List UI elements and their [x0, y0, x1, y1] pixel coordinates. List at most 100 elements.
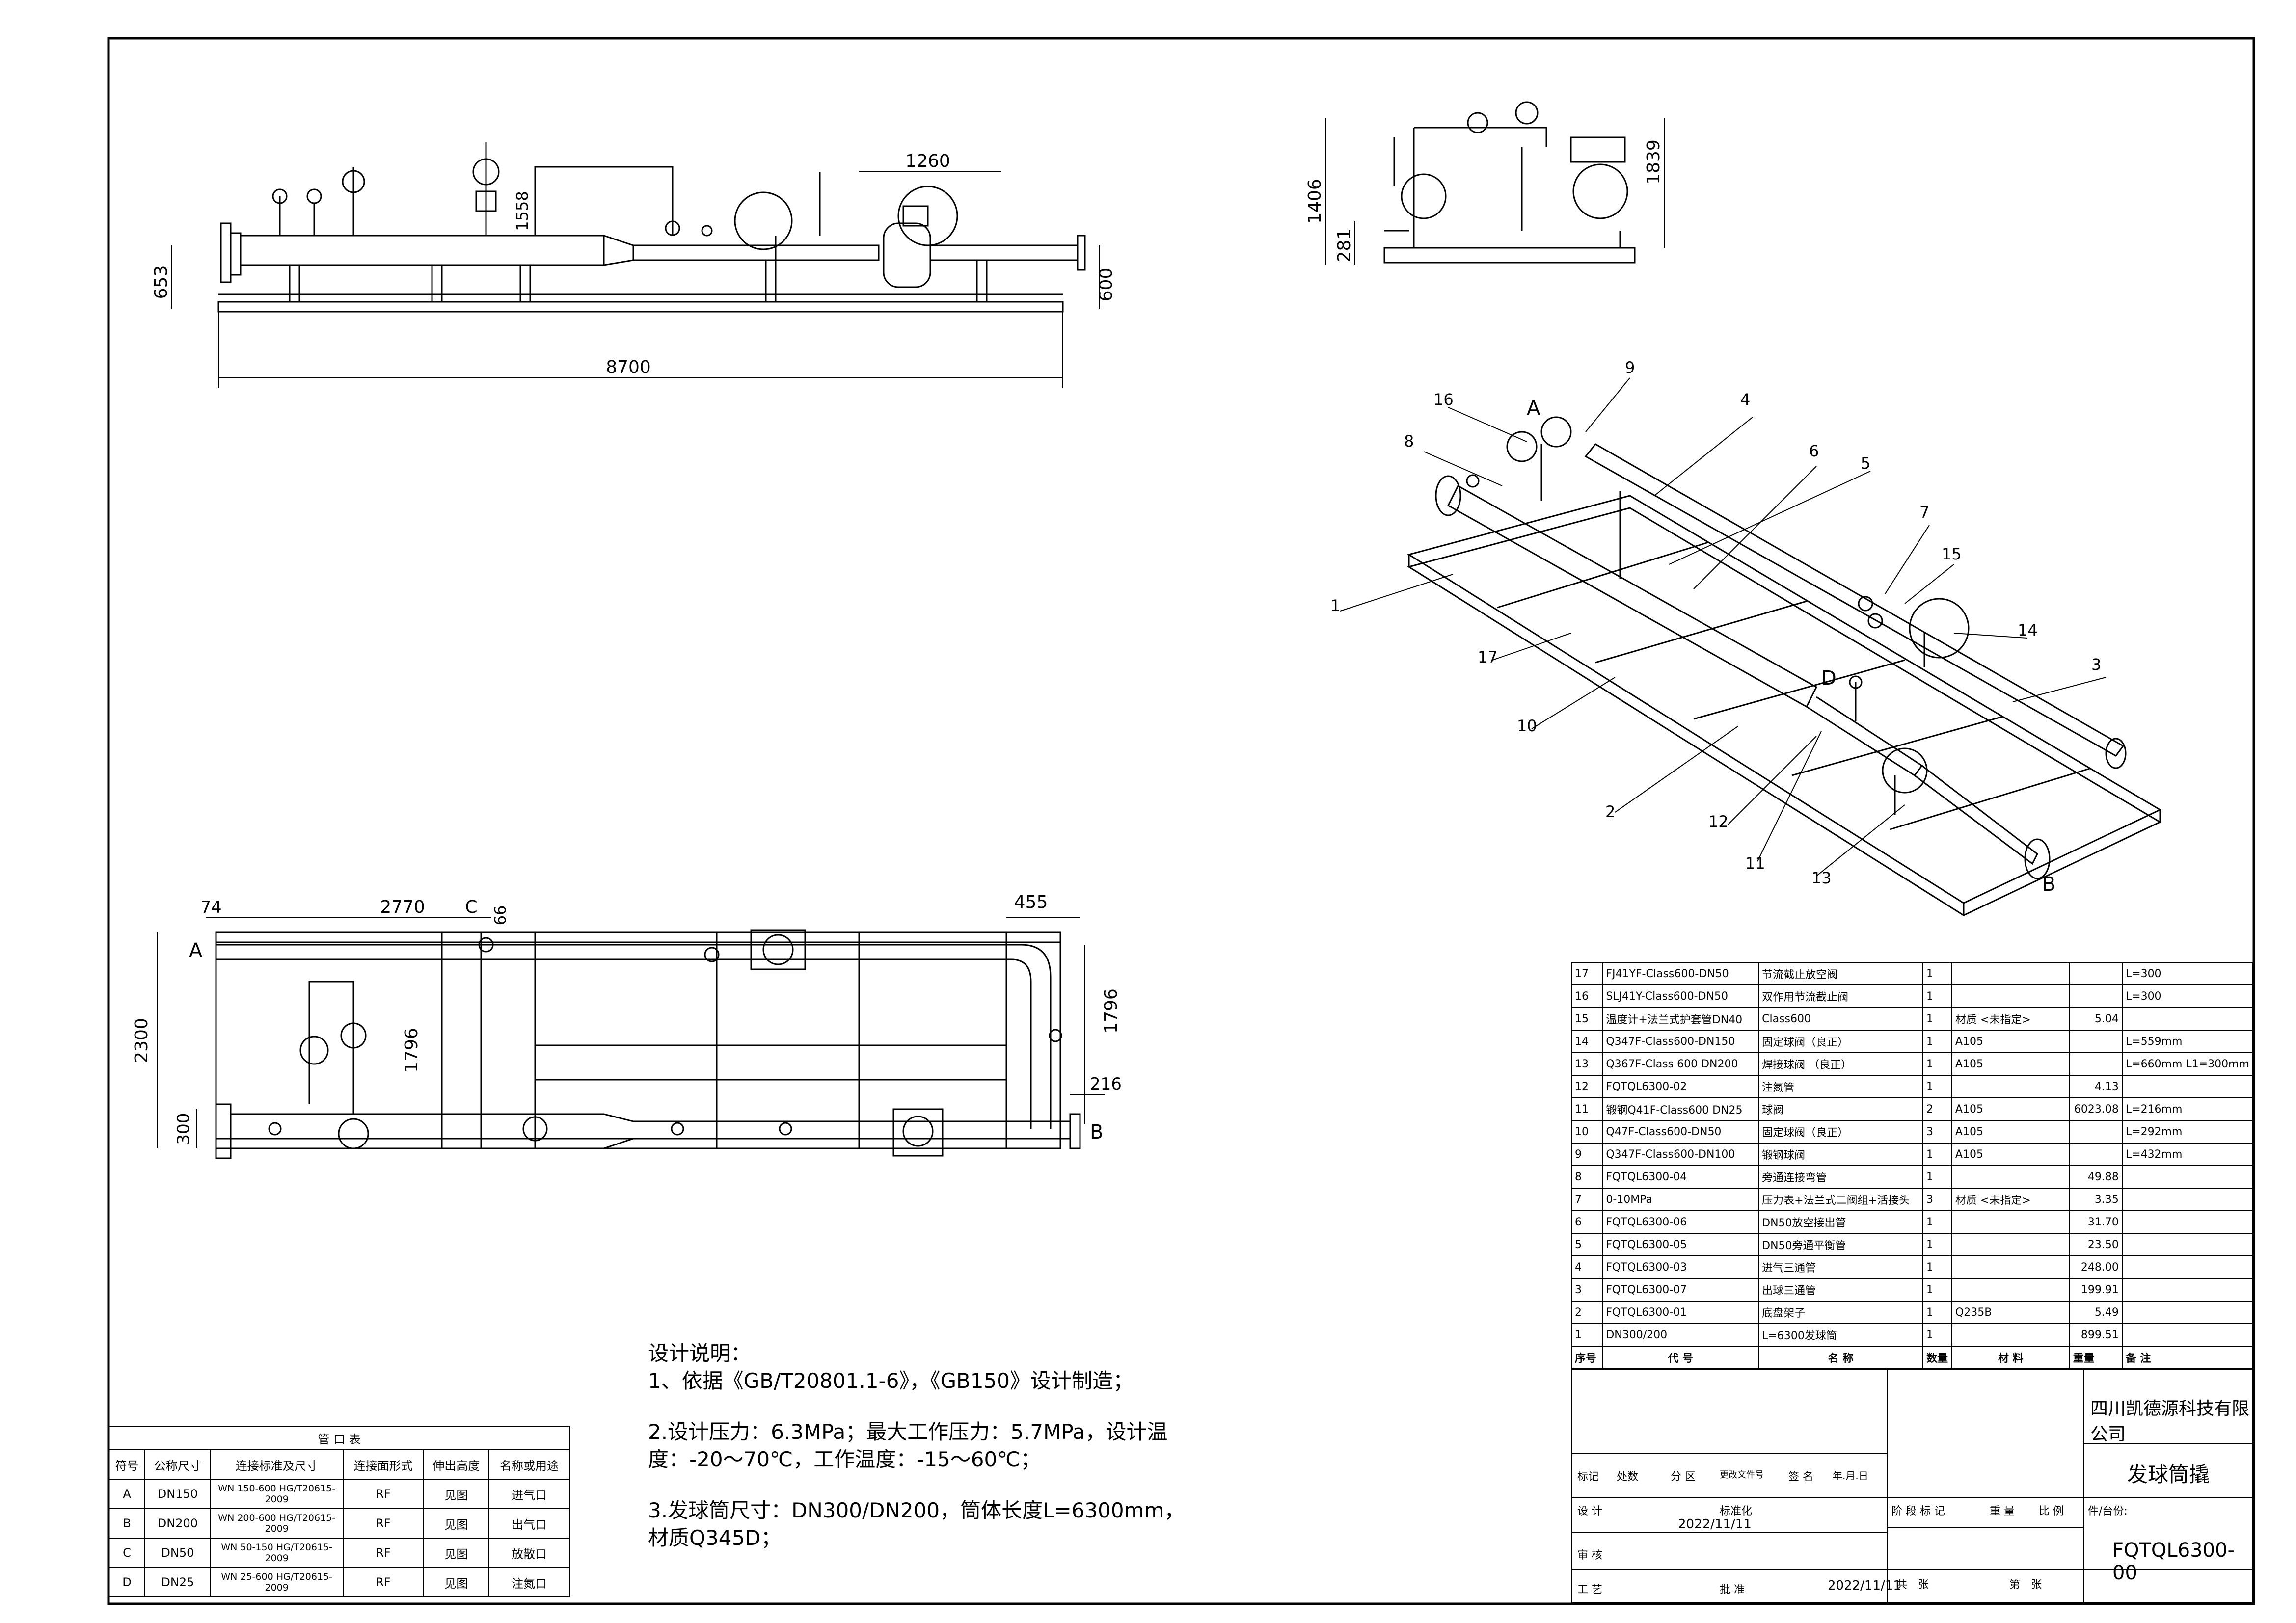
bom-cell: 31.70 — [2069, 1210, 2123, 1234]
bom-cell: 9 — [1570, 1143, 1603, 1166]
bom-cell — [1951, 1165, 2070, 1189]
end-view — [1383, 101, 1636, 264]
plan-label-B: B — [1090, 1121, 1103, 1144]
label-count: 处数 — [1617, 1471, 1639, 1483]
bom-cell: 6023.08 — [2069, 1097, 2123, 1121]
note-3: 3.发球筒尺寸：DN300/DN200，筒体长度L=6300mm，材质Q345D… — [648, 1498, 1185, 1550]
dim-455: 455 — [1014, 892, 1048, 912]
bom-cell: 旁通连接弯管 — [1758, 1165, 1924, 1189]
bom-cell — [2121, 1165, 2254, 1189]
bom-cell: 5.49 — [2069, 1301, 2123, 1324]
iso-label-16: 16 — [1433, 390, 1454, 409]
bom-cell: 温度计+法兰式护套管DN40 — [1602, 1007, 1759, 1031]
bom-cell: Q347F-Class600-DN100 — [1602, 1143, 1759, 1166]
bom-cell: FQTQL6300-01 — [1602, 1301, 1759, 1324]
bom-cell: 焊接球阀 （良正） — [1758, 1052, 1924, 1076]
bom-cell: 4.13 — [2069, 1075, 2123, 1098]
label-mark: 标记 — [1577, 1471, 1599, 1483]
bom-cell: A105 — [1951, 1097, 2070, 1121]
iso-label-10: 10 — [1517, 717, 1537, 735]
bom-cell — [2121, 1323, 2254, 1347]
bom-cell — [1951, 1323, 2070, 1347]
design-notes: 设计说明： 1、依据《GB/T20801.1-6》，《GB150》设计制造； 2… — [648, 1340, 1188, 1552]
iso-label-17: 17 — [1478, 648, 1498, 666]
bom-cell: 压力表+法兰式二阀组+活接头 — [1758, 1188, 1924, 1211]
dim-8700: 8700 — [606, 357, 651, 377]
bom-cell: L=216mm — [2121, 1097, 2254, 1121]
bom-cell: Q47F-Class600-DN50 — [1602, 1120, 1759, 1144]
bom-cell: 13 — [1570, 1052, 1603, 1076]
nozzle-table-title: 管 口 表 — [108, 1426, 570, 1450]
bom-cell: 11 — [1570, 1097, 1603, 1121]
bom-cell: FQTQL6300-02 — [1602, 1075, 1759, 1098]
bom-cell: 1 — [1922, 1030, 1952, 1053]
nozzle-table-header: 符号公称尺寸 连接标准及尺寸连接面形式 伸出高度名称或用途 — [108, 1449, 570, 1480]
bom-cell: SLJ41Y-Class600-DN50 — [1602, 984, 1759, 1008]
iso-label-8: 8 — [1404, 432, 1414, 451]
bom-cell: 15 — [1570, 1007, 1603, 1031]
bom-cell: A105 — [1951, 1030, 2070, 1053]
label-doc: 更改文件号 — [1720, 1470, 1764, 1480]
bom-cell: A105 — [1951, 1052, 2070, 1076]
bom-cell: 1 — [1922, 1007, 1952, 1031]
bom-cell: 1 — [1922, 1301, 1952, 1324]
bom-cell: FQTQL6300-03 — [1602, 1255, 1759, 1279]
bom-cell — [2121, 1075, 2254, 1098]
bom-cell: Q235B — [1951, 1301, 2070, 1324]
bom-cell: 3 — [1570, 1278, 1603, 1302]
note-2: 2.设计压力：6.3MPa；最大工作压力：5.7MPa，设计温度：-20～70℃… — [648, 1420, 1168, 1471]
bom-cell — [2121, 1233, 2254, 1256]
bom-cell: 3 — [1922, 1120, 1952, 1144]
bom-cell: 14 — [1570, 1030, 1603, 1053]
bom-cell: 2 — [1922, 1097, 1952, 1121]
bom-cell: 进气三通管 — [1758, 1255, 1924, 1279]
bom-cell: FJ41YF-Class600-DN50 — [1602, 962, 1759, 985]
iso-label-5: 5 — [1861, 454, 1870, 473]
drawing-number: FQTQL6300-00 — [2112, 1539, 2235, 1584]
iso-label-2: 2 — [1605, 802, 1615, 821]
bom-cell — [1951, 962, 2070, 985]
bom-cell: A105 — [1951, 1143, 2070, 1166]
bom-cell: 199.91 — [2069, 1278, 2123, 1302]
end-view-dims — [1325, 118, 1665, 265]
bom-cell: 248.00 — [2069, 1255, 2123, 1279]
iso-label-9: 9 — [1625, 358, 1635, 377]
bom-cell: 1 — [1922, 1075, 1952, 1098]
bom-cell — [2069, 1052, 2123, 1076]
dim-C: C — [465, 897, 477, 917]
bom-cell: Q367F-Class 600 DN200 — [1602, 1052, 1759, 1076]
bom-cell: 1 — [1922, 1143, 1952, 1166]
bom-cell: 1 — [1922, 1278, 1952, 1302]
label-total: 共 张 — [1896, 1579, 1929, 1591]
bom-cell: 注氮管 — [1758, 1075, 1924, 1098]
plan-view-dims — [157, 917, 1105, 1148]
bom-cell: 5.04 — [2069, 1007, 2123, 1031]
isometric-view — [1407, 416, 2162, 916]
bom-cell: L=300 — [2121, 984, 2254, 1008]
bom-cell: DN50旁通平衡管 — [1758, 1233, 1924, 1256]
bom-cell — [1951, 1255, 2070, 1279]
notes-title: 设计说明： — [648, 1341, 752, 1365]
dim-1796-b: 1796 — [1101, 988, 1121, 1034]
drawing-name: 发球筒撬 — [2127, 1463, 2210, 1487]
bom-cell: 23.50 — [2069, 1233, 2123, 1256]
bom-cell — [1951, 1075, 2070, 1098]
bom-cell — [2069, 962, 2123, 985]
date-2: 2022/11/11 — [1828, 1578, 1901, 1593]
bom-cell: 2 — [1570, 1301, 1603, 1324]
bom-cell — [2069, 1143, 2123, 1166]
dim-2770: 2770 — [380, 897, 425, 917]
